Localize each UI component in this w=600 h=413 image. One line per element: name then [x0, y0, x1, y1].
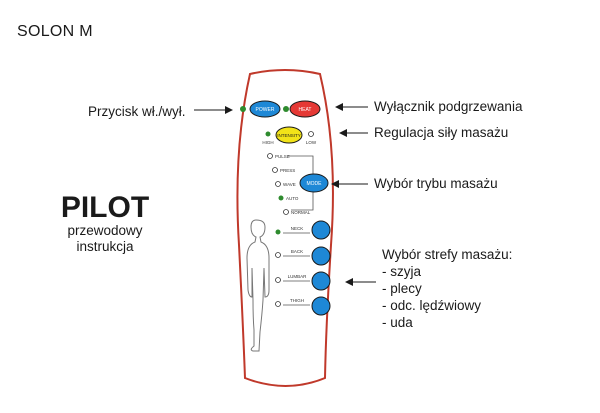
heat-indicator-led: [283, 106, 289, 112]
zone-button-thigh[interactable]: [311, 296, 331, 316]
power-indicator-led: [240, 106, 246, 112]
zone-led-neck: [275, 229, 281, 235]
zone-button-back[interactable]: [311, 246, 331, 266]
mode-led-auto: [278, 195, 284, 201]
mode-label-press: PRESS: [280, 168, 295, 173]
pilot-subtitle-line2: instrukcja: [76, 239, 134, 254]
zone-item-back-text: - plecy: [382, 281, 422, 296]
power-button[interactable]: [249, 100, 281, 118]
zone-button-neck[interactable]: [311, 220, 331, 240]
intensity-high-label: HIGH: [262, 140, 273, 145]
annotation-zone-selection: Wybór strefy masażu: - szyja - plecy - o…: [382, 246, 512, 331]
mode-label-pulse: PULSE: [275, 154, 290, 159]
mode-label-normal: NORMAL: [291, 210, 311, 215]
mode-led-pulse: [267, 153, 273, 159]
mode-led-wave: [275, 181, 281, 187]
intensity-button-label: INTENSITY: [277, 133, 301, 138]
heat-button[interactable]: [289, 100, 321, 118]
body-silhouette-icon: [246, 219, 270, 352]
zone-selection-title: Wybór strefy masażu:: [382, 247, 513, 262]
annotation-power: Przycisk wł./wył.: [88, 104, 186, 119]
annotation-heat: Wyłącznik podgrzewania: [374, 99, 523, 114]
heat-button-label: HEAT: [299, 107, 312, 113]
mode-led-normal: [283, 209, 289, 215]
intensity-button[interactable]: [275, 126, 303, 144]
zone-led-thigh: [275, 301, 281, 307]
pilot-subtitle-line1: przewodowy: [67, 223, 143, 238]
mode-label-auto: AUTO: [286, 196, 299, 201]
intensity-high-led: [265, 131, 271, 137]
intensity-low-label: LOW: [306, 140, 317, 145]
mode-button-label: MODE: [307, 181, 323, 187]
zone-label-thigh: THIGH: [290, 298, 304, 303]
mode-label-wave: WAVE: [283, 182, 296, 187]
zone-label-back: BACK: [291, 249, 303, 254]
annotation-mode: Wybór trybu masażu: [374, 176, 498, 191]
zone-led-back: [275, 252, 281, 258]
zone-button-lumbar[interactable]: [311, 271, 331, 291]
power-button-label: POWER: [256, 107, 275, 113]
zone-led-lumbar: [275, 277, 281, 283]
pilot-heading: PILOT przewodowy instrukcja: [40, 193, 170, 255]
intensity-low-led: [308, 131, 314, 137]
mode-led-press: [272, 167, 278, 173]
annotation-intensity: Regulacja siły masażu: [374, 125, 509, 140]
zone-label-neck: NECK: [291, 226, 304, 231]
zone-item-neck-text: - szyja: [382, 264, 422, 279]
mode-button[interactable]: [299, 173, 329, 193]
zone-label-lumbar: LUMBAR: [288, 274, 308, 279]
zone-item-thigh-text: - uda: [382, 315, 413, 330]
pilot-title: PILOT: [60, 191, 150, 224]
model-title: SOLON M: [17, 23, 93, 40]
zone-item-lumbar-text: - odc. lędźwiowy: [382, 298, 482, 313]
